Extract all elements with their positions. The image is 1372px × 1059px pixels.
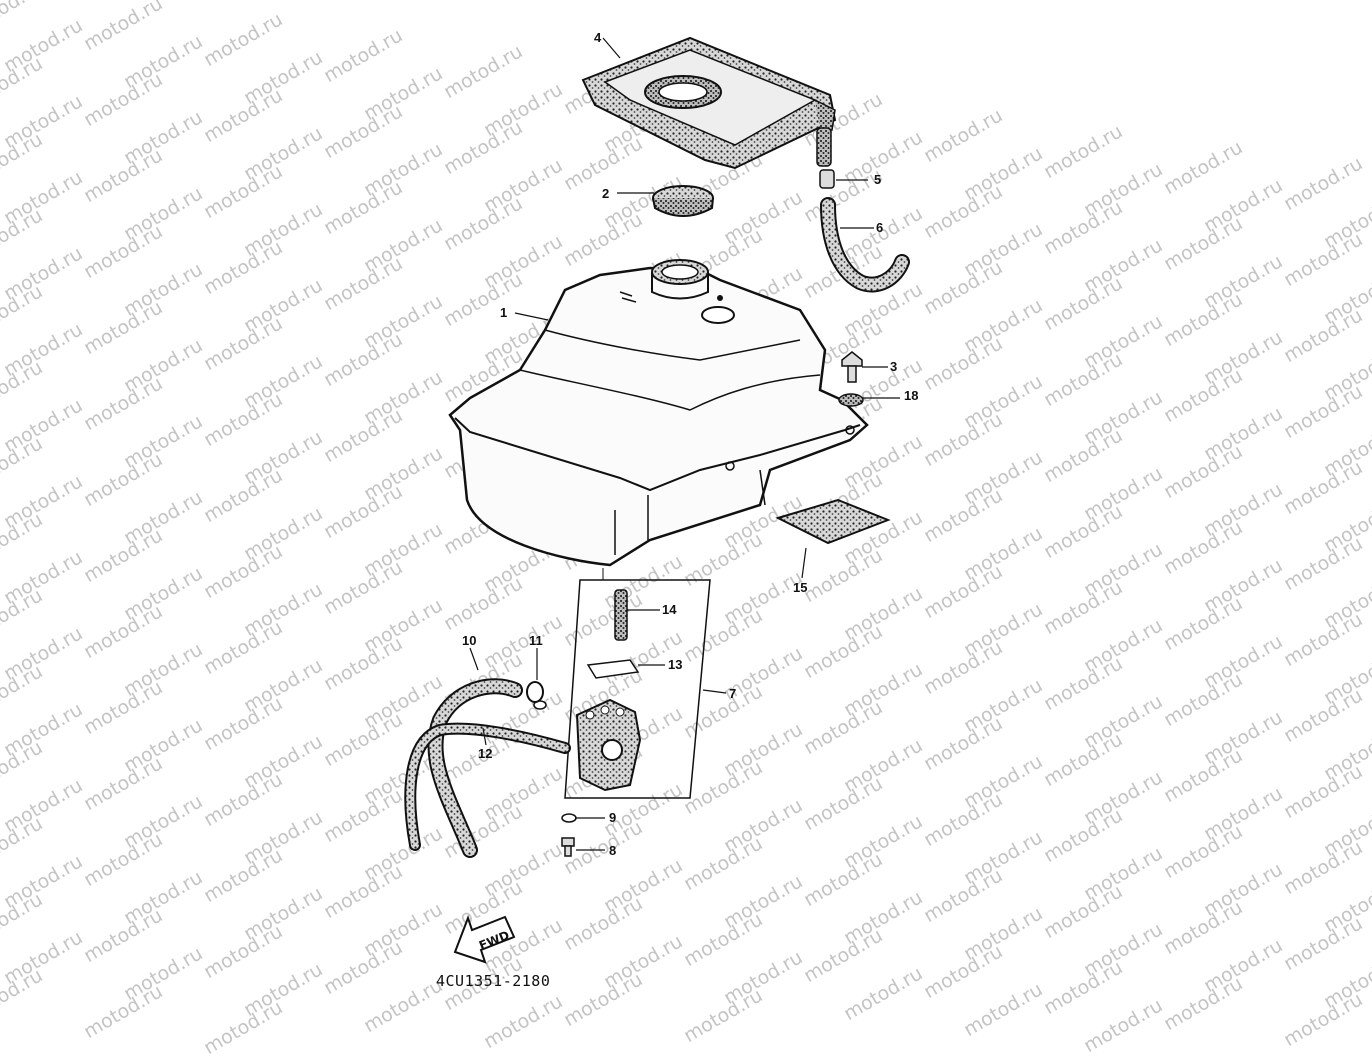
part-4-cover [581, 36, 837, 170]
callout-1: 1 [500, 305, 507, 320]
part-6-hose [820, 197, 910, 293]
callout-2: 2 [602, 186, 609, 201]
leader-lines [469, 37, 900, 851]
callout-labels: 1 2 3 4 5 6 7 8 9 10 11 12 13 14 15 18 [462, 30, 918, 858]
callout-18: 18 [904, 388, 918, 403]
part-12-hose [404, 722, 571, 851]
callout-10: 10 [462, 633, 476, 648]
part-7-fuel-cock-assembly [564, 568, 711, 799]
part-11-clip [526, 681, 547, 710]
fwd-arrow-icon: FWD [453, 915, 516, 964]
part-5-fitting [819, 169, 835, 189]
part-2-cap [652, 185, 714, 217]
callout-11: 11 [529, 633, 543, 648]
callout-12: 12 [478, 746, 492, 761]
callout-15: 15 [793, 580, 807, 595]
part-10-hose [427, 678, 523, 858]
callout-13: 13 [668, 657, 682, 672]
callout-7: 7 [729, 686, 736, 701]
part-18-grommet [838, 393, 864, 407]
callout-14: 14 [662, 602, 677, 617]
callout-9: 9 [609, 810, 616, 825]
callout-4: 4 [594, 30, 602, 45]
part-1-fuel-tank [448, 259, 869, 567]
callout-6: 6 [876, 220, 883, 235]
exploded-view-drawing: 1 2 3 4 5 6 7 8 9 10 11 12 13 14 15 18 F… [404, 30, 918, 964]
part-15-pad [775, 498, 891, 545]
part-3-bolt [841, 351, 863, 383]
callout-5: 5 [874, 172, 881, 187]
callout-8: 8 [609, 843, 616, 858]
callout-3: 3 [890, 359, 897, 374]
part-8-screw [561, 837, 575, 857]
drawing-code: 4CU1351-2180 [436, 972, 551, 990]
part-9-washer [561, 813, 577, 823]
